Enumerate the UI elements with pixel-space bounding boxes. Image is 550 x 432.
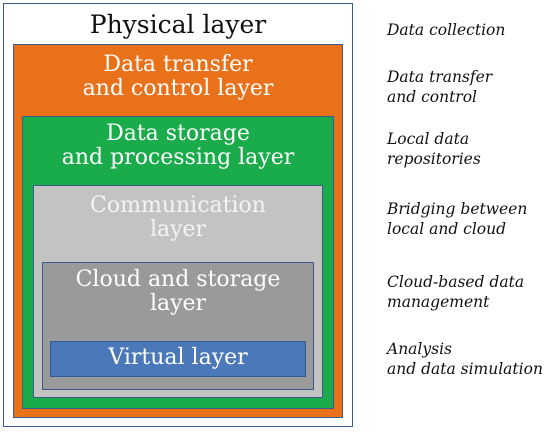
virtual-layer-title: Virtual layer xyxy=(108,345,248,370)
communication-layer-title: Communication layer xyxy=(90,193,266,242)
virtual-layer-box: Virtual layer xyxy=(50,341,306,377)
desc-data-transfer: Data transfer and control xyxy=(387,68,493,107)
desc-local-repositories: Local data repositories xyxy=(387,130,481,169)
cloud-storage-layer-title: Cloud and storage layer xyxy=(75,267,281,316)
desc-bridging: Bridging between local and cloud xyxy=(387,200,528,239)
physical-layer-title: Physical layer xyxy=(89,10,267,39)
desc-cloud-management: Cloud-based data management xyxy=(387,273,525,312)
desc-analysis-simulation: Analysis and data simulation xyxy=(387,340,543,379)
desc-data-collection: Data collection xyxy=(387,21,506,39)
data-transfer-layer-title: Data transfer and control layer xyxy=(82,52,274,101)
data-storage-layer-title: Data storage and processing layer xyxy=(61,121,295,170)
